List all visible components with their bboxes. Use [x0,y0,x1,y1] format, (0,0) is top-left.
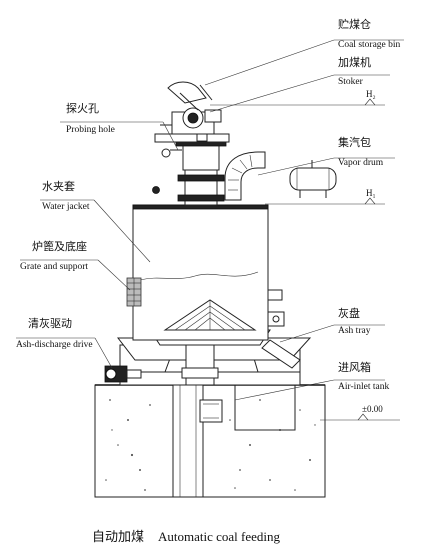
ash-discharge-drive [104,365,142,383]
vapor-label-en: Vapor drum [338,158,384,168]
level-h1: H₁ [366,188,376,198]
stoker-label-cn: 加煤机 [338,55,371,69]
ash-tray-label-cn: 灰盘 [338,306,360,320]
coal-bin-label-en: Coal storage bin [338,40,401,50]
level-h2: H₂ [366,89,376,99]
vapor-drum [289,160,337,198]
ash-drive-label-cn: 清灰驱动 [28,316,72,330]
leader-lines [16,39,404,401]
probing-label-en: Probing hole [66,125,115,135]
caption-cn: 自动加煤 [92,530,144,545]
vapor-pipe [224,151,266,201]
ash-chute [261,339,301,369]
level-zero: ±0.00 [362,404,383,414]
stoker-label-en: Stoker [338,77,364,87]
water-label-en: Water jacket [42,202,90,212]
coal-bin-label-cn: 贮煤仓 [338,17,371,31]
ash-tray-label-en: Ash tray [338,326,371,336]
coal-storage-bin [167,81,213,111]
probing-label-cn: 探火孔 [66,102,99,115]
ash-drive-label-en: Ash-discharge drive [16,340,93,350]
air-tank-label-cn: 进风箱 [338,360,371,374]
caption-en: Automatic coal feeding [158,529,281,544]
grate-cone [163,299,257,386]
level-lines [210,98,400,421]
grate-label-en: Grate and support [20,262,88,272]
feeder-neck [152,133,230,206]
air-tank-label-en: Air-inlet tank [338,382,390,392]
vapor-label-cn: 集汽包 [338,135,371,149]
concrete-foundation [94,384,326,498]
stoker-mechanism [160,107,222,135]
grate-label-cn: 炉篦及底座 [32,239,87,253]
water-label-cn: 水夹套 [42,180,75,193]
